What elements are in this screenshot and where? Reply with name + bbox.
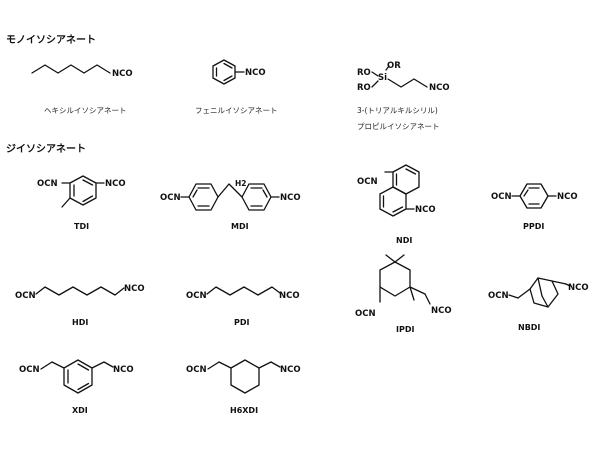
hdi-label: HDI xyxy=(72,318,88,327)
ppdi-structure: OCN NCO xyxy=(491,183,578,209)
phenyl-isocyanate-name: フェニルイソシアネート xyxy=(195,106,278,115)
hdi-structure: OCN NCO xyxy=(15,284,145,301)
silylpropyl-isocyanate-structure: OR RO Si RO NCO xyxy=(357,61,450,93)
svg-text:NCO: NCO xyxy=(124,284,145,294)
phenyl-isocyanate-structure: NCO xyxy=(212,59,266,85)
svg-text:NCO: NCO xyxy=(429,83,450,93)
nbdi-structure: OCN NCO xyxy=(488,277,589,308)
hexyl-isocyanate-structure: NCO xyxy=(31,64,133,79)
section-title-mono: モノイソシアネート xyxy=(6,34,96,46)
tdi-label: TDI xyxy=(74,222,89,231)
ppdi-label: PPDI xyxy=(523,222,544,231)
svg-text:NCO: NCO xyxy=(245,68,266,78)
svg-text:NCO: NCO xyxy=(568,283,589,293)
svg-text:NCO: NCO xyxy=(280,365,301,375)
svg-text:OCN: OCN xyxy=(488,291,509,301)
svg-text:NCO: NCO xyxy=(280,193,301,203)
mdi-structure: OCN H2 NCO xyxy=(160,179,301,211)
tdi-structure: OCN NCO xyxy=(37,175,126,208)
ipdi-structure: NCO OCN xyxy=(355,254,452,319)
silylpropyl-isocyanate-name-line2: プロピルイソシアネート xyxy=(357,122,440,131)
svg-text:NCO: NCO xyxy=(105,179,126,189)
nbdi-label: NBDI xyxy=(518,323,540,332)
section-title-di: ジイソシアネート xyxy=(6,143,86,155)
svg-text:OCN: OCN xyxy=(355,309,376,319)
silylpropyl-isocyanate-name-line1: 3-(トリアルキルシリル) xyxy=(357,106,438,115)
svg-text:OCN: OCN xyxy=(186,291,207,301)
svg-text:NCO: NCO xyxy=(557,192,578,202)
svg-text:OCN: OCN xyxy=(491,192,512,202)
svg-text:OCN: OCN xyxy=(19,365,40,375)
pdi-structure: OCN NCO xyxy=(186,286,300,301)
xdi-label: XDI xyxy=(72,406,88,415)
pdi-label: PDI xyxy=(234,318,250,327)
svg-text:RO: RO xyxy=(357,68,371,78)
svg-text:NCO: NCO xyxy=(431,306,452,316)
h6xdi-structure: OCN NCO xyxy=(186,359,301,394)
svg-text:NCO: NCO xyxy=(112,69,133,79)
xdi-structure: OCN NCO xyxy=(19,359,134,394)
svg-text:OR: OR xyxy=(387,61,401,71)
svg-text:OCN: OCN xyxy=(186,365,207,375)
svg-text:H2: H2 xyxy=(235,179,247,188)
svg-text:RO: RO xyxy=(357,83,371,93)
ipdi-label: IPDI xyxy=(396,325,414,334)
svg-text:NCO: NCO xyxy=(113,365,134,375)
svg-text:OCN: OCN xyxy=(160,193,181,203)
mdi-label: MDI xyxy=(231,222,249,231)
svg-text:OCN: OCN xyxy=(357,177,378,187)
svg-text:NCO: NCO xyxy=(279,291,300,301)
h6xdi-label: H6XDI xyxy=(230,406,258,415)
svg-text:OCN: OCN xyxy=(15,291,36,301)
ndi-label: NDI xyxy=(396,236,412,245)
svg-text:NCO: NCO xyxy=(415,205,436,215)
ndi-structure: OCN NCO xyxy=(357,164,436,217)
svg-text:Si: Si xyxy=(378,73,387,83)
svg-text:OCN: OCN xyxy=(37,179,58,189)
hexyl-isocyanate-name: ヘキシルイソシアネート xyxy=(44,106,127,115)
